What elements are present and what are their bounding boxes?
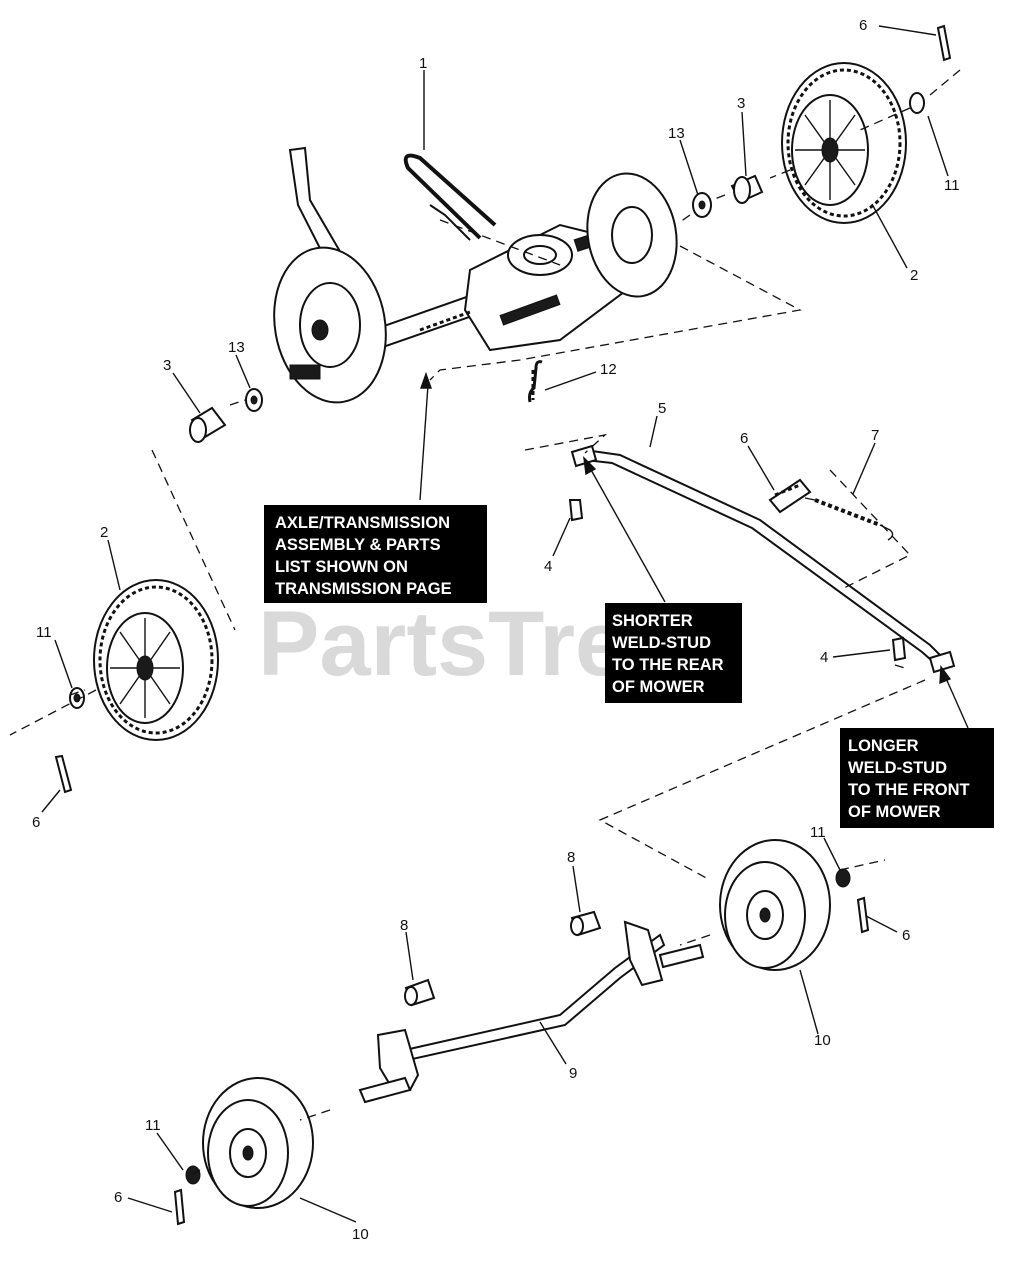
cotter-pin-front-left [173, 1188, 186, 1226]
note-line: OF MOWER [848, 803, 941, 821]
bushing-left-flange [189, 417, 207, 443]
callout: 1 [419, 55, 427, 72]
washer-11-front-left [185, 1165, 201, 1185]
callouts: 6 1 3 13 11 2 3 13 12 5 6 7 2 4 11 4 6 8… [32, 17, 960, 1243]
callout: 13 [668, 125, 685, 142]
note-line: WELD-STUD [612, 634, 711, 652]
clip-4-rear [568, 499, 584, 522]
front-axle-stub-left [358, 1076, 412, 1104]
front-bushing-right-end [570, 916, 584, 936]
note-line: TRANSMISSION PAGE [275, 580, 452, 598]
callout: 6 [859, 17, 867, 34]
washer-13-right-hole [698, 200, 706, 210]
washer-11-rear-right [909, 92, 925, 114]
extension-spring-7-hook [804, 497, 894, 541]
front-wheel-left [202, 1077, 314, 1209]
cotter-pin-front-right [856, 896, 870, 934]
rear-wheel-left [93, 579, 219, 741]
note-line: SHORTER [612, 612, 693, 630]
extension-spring-7 [814, 498, 881, 527]
callout: 2 [100, 524, 108, 541]
callout: 12 [600, 361, 617, 378]
callout: 7 [871, 427, 879, 444]
note-line: LONGER [848, 737, 919, 755]
callout: 10 [814, 1032, 831, 1049]
callout: 11 [810, 824, 826, 841]
front-axle-rod [403, 933, 666, 1062]
note-line: TO THE REAR [612, 656, 724, 674]
front-bushing-left-end [404, 986, 418, 1006]
callout: 3 [163, 357, 171, 374]
callout: 9 [569, 1065, 577, 1082]
callout: 13 [228, 339, 245, 356]
cotter-pin-rear-left [54, 754, 73, 794]
note-line: TO THE FRONT [848, 781, 970, 799]
callout: 6 [114, 1189, 122, 1206]
height-rod-end-front [928, 650, 956, 674]
front-axle-bracket-right [623, 920, 664, 987]
callout: 8 [400, 917, 408, 934]
cotter-pin-rear-right [936, 24, 952, 62]
spring-bracket-6-coils [774, 483, 801, 497]
callout: 4 [544, 558, 552, 575]
assembly-lines [9, 69, 961, 1176]
callout: 11 [944, 177, 960, 194]
callout: 10 [352, 1226, 369, 1243]
front-axle-stub-right [658, 943, 705, 969]
spring-12-shape [528, 360, 543, 403]
bushing-right-flange [733, 176, 751, 204]
clip-4-front [891, 636, 907, 662]
callout: 8 [567, 849, 575, 866]
leader-lines [41, 25, 969, 1223]
rear-wheel-right [781, 62, 907, 224]
callout: 11 [145, 1117, 161, 1134]
callout: 6 [32, 814, 40, 831]
callout: 6 [740, 430, 748, 447]
callout: 3 [737, 95, 745, 112]
note-line: ASSEMBLY & PARTS [275, 536, 441, 554]
callout: 2 [910, 267, 918, 284]
front-wheel-right [719, 839, 831, 971]
axle-transmission-note: AXLE/TRANSMISSION ASSEMBLY & PARTS LIST … [264, 505, 487, 603]
note-line: WELD-STUD [848, 759, 947, 777]
callout: 6 [902, 927, 910, 944]
note-line: OF MOWER [612, 678, 705, 696]
axle-transmission-assembly [273, 146, 678, 404]
longer-weld-stud-note: LONGER WELD-STUD TO THE FRONT OF MOWER [840, 728, 994, 828]
washer-11-front-right [835, 868, 851, 888]
note-line: LIST SHOWN ON [275, 558, 408, 576]
callout: 11 [36, 624, 52, 641]
callout: 4 [820, 649, 828, 666]
washer-13-left-hole [250, 395, 258, 405]
shorter-weld-stud-note: SHORTER WELD-STUD TO THE REAR OF MOWER [605, 603, 742, 703]
callout: 5 [658, 400, 666, 417]
height-rod-end-rear [570, 444, 598, 468]
spring-bracket-6 [768, 478, 812, 514]
note-line: AXLE/TRANSMISSION [275, 514, 450, 532]
